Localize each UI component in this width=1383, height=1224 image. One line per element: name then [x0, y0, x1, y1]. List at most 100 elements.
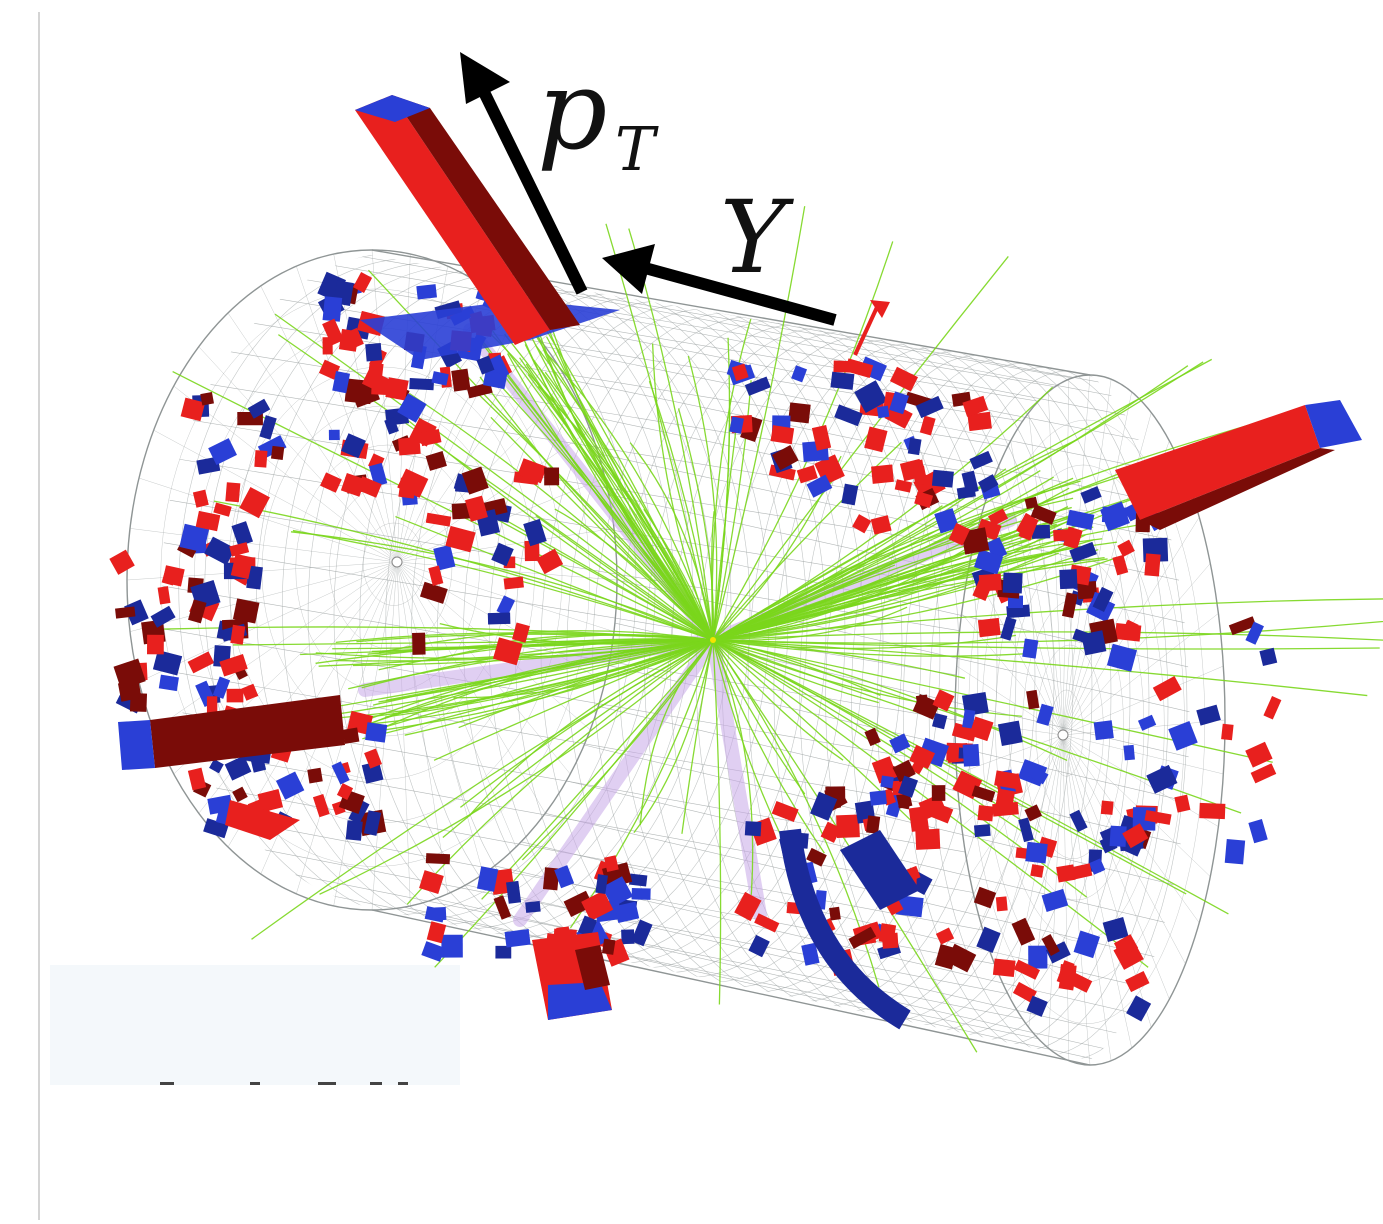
track — [290, 531, 714, 641]
calorimeter-cell — [962, 395, 989, 417]
calorimeter-cell — [1058, 971, 1076, 991]
calorimeter-cell — [892, 759, 916, 783]
calorimeter-cell — [332, 370, 351, 394]
calorimeter-cell — [1007, 595, 1024, 609]
tower-left-cap — [118, 720, 155, 770]
calorimeter-cell — [931, 785, 946, 801]
track — [711, 318, 752, 641]
track — [712, 639, 879, 704]
left-endcap-center — [391, 556, 403, 568]
track — [629, 442, 714, 641]
calorimeter-cell — [204, 536, 236, 566]
calorimeter-cell — [977, 474, 999, 493]
calorimeter-cell — [209, 759, 224, 774]
calorimeter-cell — [744, 821, 762, 837]
track — [712, 634, 1017, 650]
track — [648, 380, 714, 641]
calorimeter-cell — [731, 363, 749, 382]
calorimeter-cell — [967, 411, 992, 432]
tower-bottom-side — [575, 945, 610, 990]
track — [385, 639, 714, 701]
calorimeter-cell — [919, 415, 936, 436]
calorimeter-cell — [995, 896, 1008, 912]
calorimeter-cell — [340, 473, 366, 497]
calorimeter-cell — [492, 637, 523, 666]
track — [633, 639, 714, 834]
calorimeter-cell — [150, 605, 176, 628]
calorimeter-cell — [1106, 643, 1137, 672]
calorimeter-cell — [503, 576, 524, 590]
calorimeter-cell — [230, 553, 254, 580]
track — [292, 529, 714, 641]
track — [468, 639, 714, 817]
calorimeter-cell — [1073, 930, 1100, 959]
calorimeter-cell — [1122, 619, 1139, 635]
calorimeter-cell — [1245, 741, 1273, 768]
calorimeter-cell — [1002, 572, 1023, 594]
tower-left-face — [150, 695, 345, 768]
calorimeter-cell — [200, 391, 214, 406]
calorimeter-cell — [1144, 809, 1172, 825]
track — [712, 639, 1380, 650]
calorimeter-cell — [187, 767, 207, 791]
pt-arrow-head — [460, 52, 510, 104]
calorimeter-cell — [1080, 486, 1102, 504]
track — [319, 639, 714, 895]
calorimeter-cell — [487, 612, 511, 625]
calorimeter-cell — [810, 791, 838, 821]
calorimeter-cell — [1041, 888, 1069, 913]
calorimeter-cell — [869, 790, 887, 806]
calorimeter-cell — [844, 358, 874, 379]
red-block-left-bottom — [225, 800, 300, 840]
calorimeter-cell — [889, 366, 918, 392]
calorimeter-cell — [523, 518, 547, 547]
calorimeter-cell — [912, 465, 928, 486]
calorimeter-cell — [871, 464, 894, 484]
calorimeter-cell — [1112, 554, 1129, 576]
calorimeter-cell — [491, 542, 514, 567]
track — [712, 548, 1099, 641]
calorimeter-cell — [1013, 959, 1041, 980]
calorimeter-cell — [889, 733, 911, 754]
calorimeter-cell — [1122, 823, 1149, 849]
calorimeter-cell — [230, 624, 246, 645]
calorimeter-cell — [621, 929, 635, 945]
calorimeter-cell — [225, 482, 241, 503]
small-red-marker — [853, 304, 880, 356]
track — [479, 376, 714, 641]
pt-label-subscript: T — [615, 115, 659, 185]
calorimeter-cell — [464, 495, 488, 522]
track — [538, 367, 714, 641]
calorimeter-cell — [247, 398, 271, 419]
y-label: Y — [720, 179, 794, 296]
calorimeter-cell — [898, 775, 919, 798]
track — [677, 408, 715, 641]
track — [712, 639, 966, 679]
calorimeter-cell — [496, 595, 516, 617]
calorimeter-cell — [441, 934, 463, 958]
calorimeter-cell — [1053, 528, 1074, 542]
calorimeter-cell — [881, 932, 899, 949]
calorimeter-cell — [880, 775, 894, 789]
calorimeter-cell — [1245, 621, 1264, 645]
calorimeter-cell — [544, 467, 560, 486]
calorimeter-cell — [992, 958, 1016, 978]
calorimeter-cell — [275, 771, 305, 800]
track — [545, 336, 714, 641]
track — [352, 639, 714, 727]
track — [712, 206, 806, 641]
calorimeter-cell — [320, 472, 342, 493]
calorimeter-cell — [213, 502, 232, 517]
calorimeter-cell — [226, 688, 244, 703]
calorimeter-cell — [328, 429, 340, 441]
calorimeter-cell — [1026, 995, 1048, 1017]
calorimeter-cell — [898, 796, 911, 810]
calorimeter-cell — [973, 824, 991, 838]
calorimeter-cell — [147, 634, 164, 655]
calorimeter-cell — [928, 801, 954, 824]
calorimeter-cell — [254, 450, 268, 468]
calorimeter-cell — [1126, 995, 1152, 1022]
calorimeter-cell — [219, 654, 248, 677]
calorimeter-cell — [748, 934, 770, 958]
tower-top-left-cap — [355, 95, 430, 122]
